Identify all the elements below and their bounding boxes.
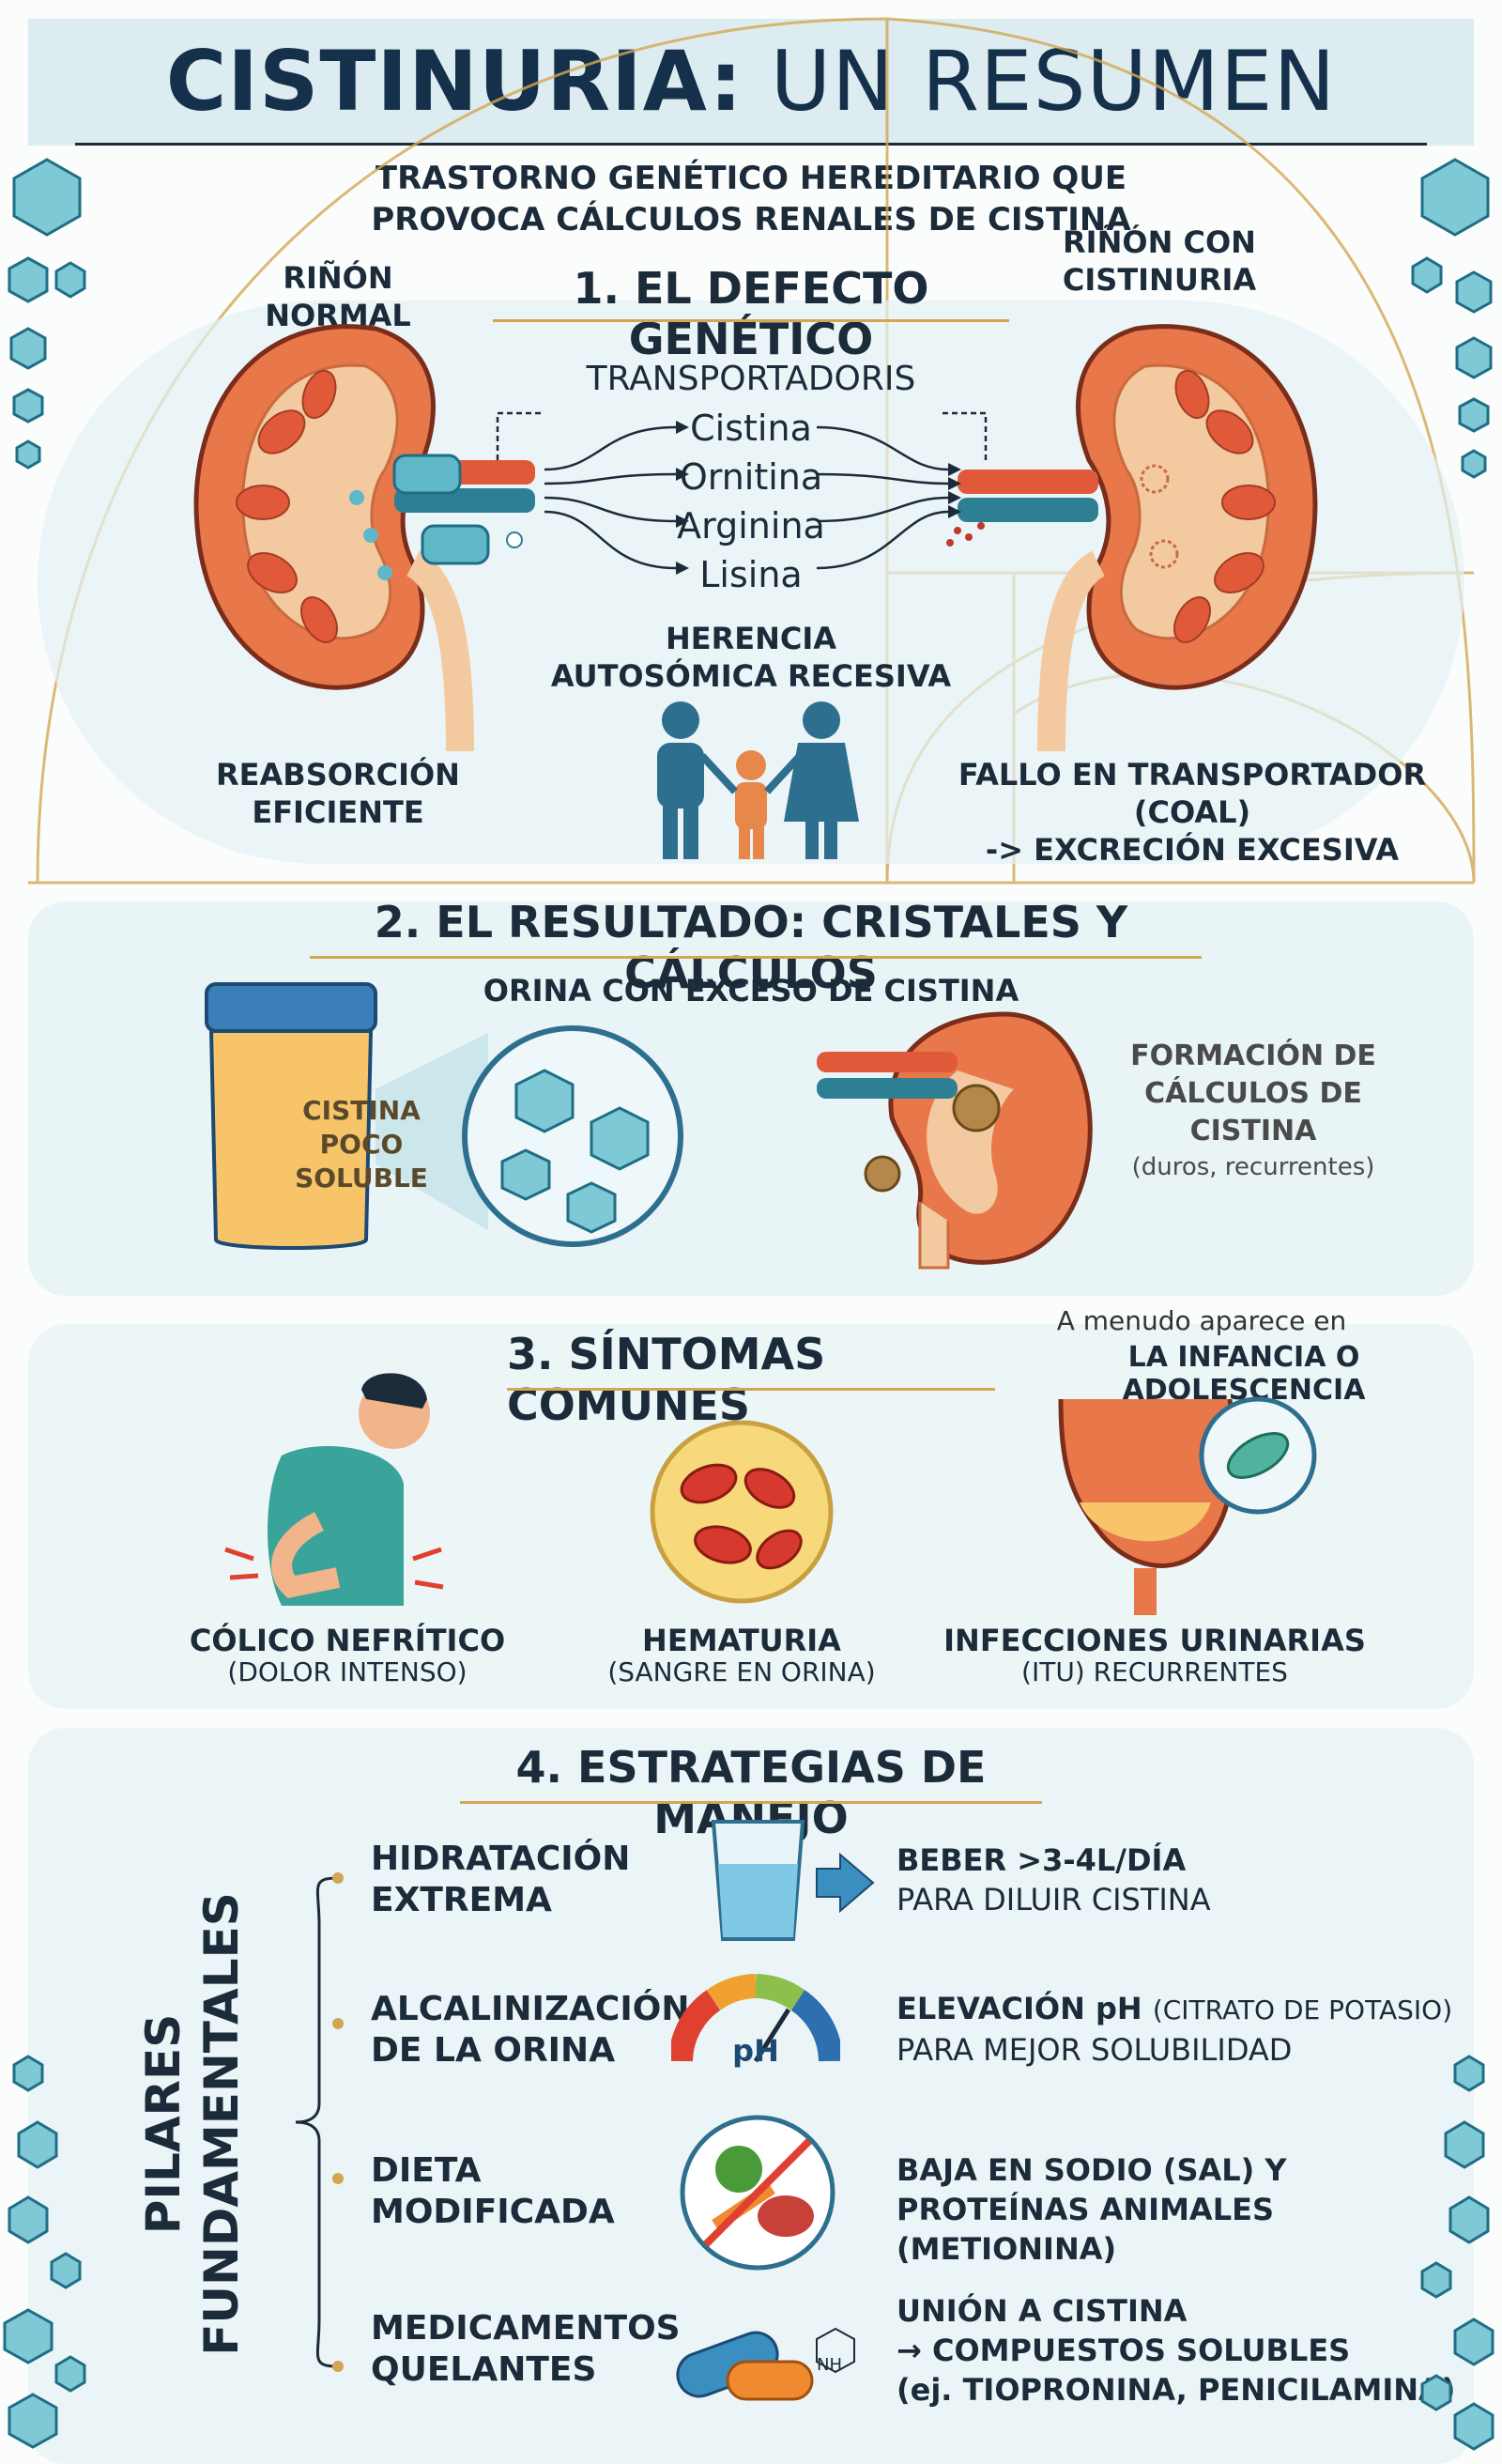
ph-gauge-icon [671, 1974, 840, 2063]
kidney-stone-icon [817, 1011, 1093, 1270]
section2-underline [310, 956, 1202, 959]
amino-acid-ornitina: Ornitina [679, 456, 823, 498]
transporter-failure-label: FALLO EN TRANSPORTADOR (COAL)-> EXCRECIÓ… [958, 757, 1427, 868]
strategy-chelators-desc: UNIÓN A CISTINA→ COMPUESTOS SOLUBLES(ej.… [897, 2293, 1456, 2408]
amino-acid-lisina: Lisina [699, 554, 803, 595]
section1-heading: 1. EL DEFECTO GENÉTICO [573, 263, 929, 364]
diet-plate-icon [680, 2115, 835, 2271]
normal-kidney-icon [193, 324, 535, 751]
amino-acid-cistina: Cistina [690, 408, 812, 449]
transport-arrows [496, 411, 988, 575]
section3-heading: 3. SÍNTOMAS COMUNES [507, 1329, 826, 1430]
title-banner [28, 19, 1474, 146]
section4-underline [460, 1801, 1042, 1804]
pillars-brace [295, 1872, 344, 2372]
medication-capsules-icon [676, 2327, 855, 2401]
title-divider [75, 143, 1427, 146]
crystal-cluster-left-top [8, 158, 86, 470]
cystinuria-kidney-icon [946, 324, 1318, 751]
section3-underline [507, 1388, 995, 1391]
urine-jar-icon [205, 982, 683, 1250]
ph-label: pH [732, 2033, 779, 2069]
crystal-cluster-right-top [1411, 158, 1493, 479]
section4-heading: 4. ESTRATEGIAS DE MANEJO [515, 1742, 987, 1843]
crystal-cluster-right-bottom [1420, 2055, 1494, 2451]
stone-note: (duros, recurrentes) [1131, 1153, 1375, 1181]
symptom-colic: CÓLICO NEFRÍTICO(DOLOR INTENSO) [189, 1623, 506, 1687]
normal-kidney-label: RIÑÓN NORMAL [265, 260, 411, 333]
section1-underline [493, 319, 1009, 322]
water-glass-icon [711, 1820, 875, 1941]
onset-note-top: A menudo aparece en [1056, 1305, 1347, 1336]
symptom-hematuria: HEMATURIA(SANGRE EN ORINA) [607, 1623, 876, 1687]
amino-acid-arginina: Arginina [677, 505, 825, 547]
symptom-uti: INFECCIONES URINARIAS(ITU) RECURRENTES [943, 1623, 1366, 1687]
transporters-label: TRANSPORTADORIS [586, 360, 916, 398]
urine-label: ORINA CON EXCESO DE CISTINA [483, 973, 1019, 1009]
bladder-infection-icon [1058, 1396, 1317, 1615]
crystal-cluster-left-bottom [3, 2055, 86, 2449]
onset-note-bottom: LA INFANCIA O ADOLESCENCIA [1122, 1341, 1366, 1407]
chem-label: NH [817, 2355, 842, 2375]
back-pain-icon [224, 1373, 444, 1606]
blood-cells-icon [650, 1420, 834, 1604]
strategy-alkalinization-desc: ELEVACIÓN pH (CITRATO DE POTASIO)PARA ME… [897, 1991, 1453, 2068]
family-icon [657, 701, 859, 859]
